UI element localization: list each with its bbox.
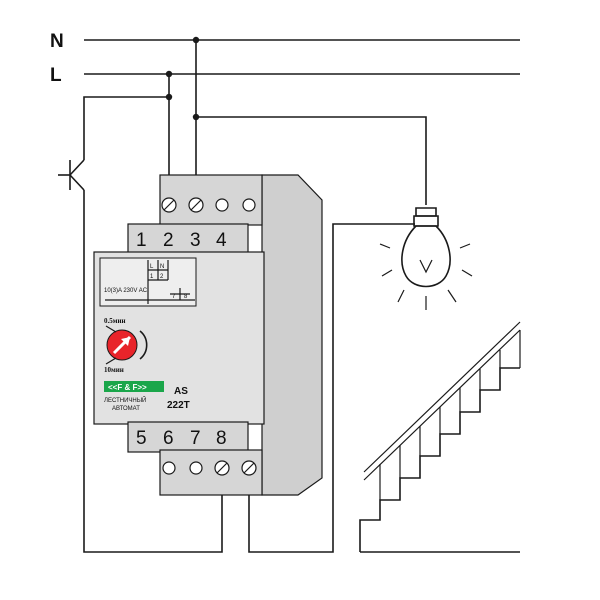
schematic-label: 7: [172, 294, 176, 300]
terminal-number: 6: [163, 428, 174, 449]
terminal-number: 5: [136, 428, 147, 449]
lamp-neutral-wire: [196, 116, 427, 205]
pushbutton-wire: [83, 96, 169, 160]
terminal-number: 1: [136, 230, 147, 251]
schematic-label: 8: [184, 294, 188, 300]
time-max-label: 10мин: [104, 366, 124, 374]
terminal-hole: [215, 198, 229, 212]
terminal-number: 3: [190, 230, 201, 251]
terminal-number: 7: [190, 428, 201, 449]
lamp-feed-wire: [248, 223, 415, 553]
push-button: [58, 159, 85, 191]
knob-arrow-icon: [112, 335, 132, 355]
schematic-label: 1: [150, 274, 154, 280]
terminal-number: 2: [163, 230, 174, 251]
terminal-hole: [189, 461, 203, 475]
schematic-label: L: [150, 264, 154, 270]
model-label: AS: [174, 386, 188, 397]
neutral-label: N: [50, 31, 64, 52]
light-bulb: [379, 207, 473, 310]
schematic-label: 2: [160, 274, 164, 280]
terminal-hole: [242, 198, 256, 212]
brand-badge: [104, 381, 164, 392]
wiring: [83, 40, 427, 553]
pushbutton-return-wire: [83, 190, 223, 553]
supply-lines: N L: [50, 31, 520, 121]
brand-label: <<F & F>>: [108, 383, 147, 392]
description-label: АВТОМАТ: [112, 406, 140, 412]
schematic-label: N: [160, 264, 164, 270]
live-label: L: [50, 65, 62, 86]
terminal-number: 4: [216, 230, 227, 251]
terminal-number: 8: [216, 428, 227, 449]
model-label: 222T: [167, 400, 190, 411]
staircase: [359, 321, 521, 553]
terminal-hole: [162, 461, 176, 475]
rating-label: 10(3)A 230V AC: [104, 288, 148, 294]
description-label: ЛЕСТНИЧНЫЙ: [104, 396, 146, 404]
staircase-timer-device: 1 2 3 4 L N 1 2 7 8 10(3)A 230V AC 0.5ми…: [93, 174, 323, 496]
time-min-label: 0.5мин: [104, 317, 126, 325]
